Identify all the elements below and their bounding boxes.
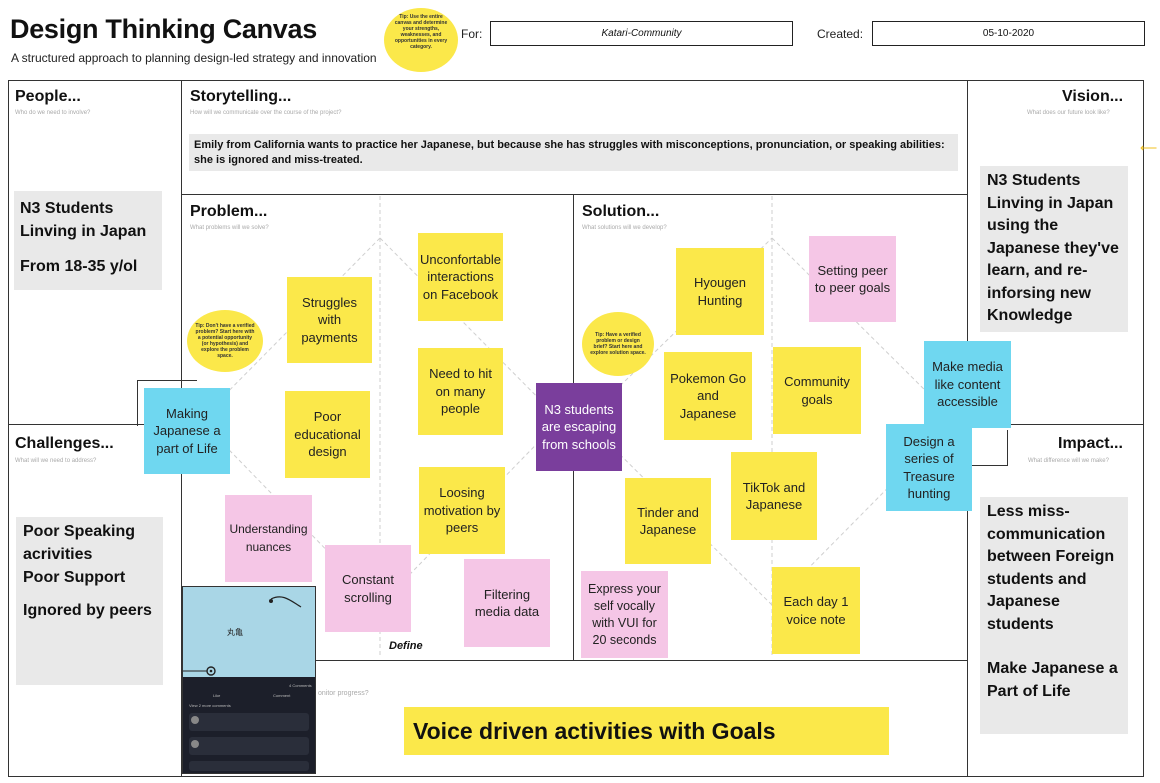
phone-comment-row (189, 737, 309, 755)
created-label: Created: (817, 27, 864, 41)
tip-bubble-problem: Tip: Don't have a verified problem? Star… (187, 310, 263, 372)
phone-view-more[interactable]: View 2 more comments (189, 703, 231, 708)
page-subtitle: A structured approach to planning design… (11, 51, 377, 65)
challenges-subtitle: What will we need to address? (15, 458, 97, 464)
metrics-subtitle: onitor progress? (318, 690, 369, 697)
avatar (191, 740, 199, 748)
challenge-2: Poor Support (23, 569, 126, 586)
note-constant-scrolling[interactable]: Constant scrolling (325, 545, 411, 632)
avatar (191, 716, 199, 724)
note-struggles-payments[interactable]: Struggles with payments (287, 277, 372, 363)
impact-subtitle: What difference will we make? (1028, 458, 1109, 464)
phone-comment[interactable]: Comment (273, 693, 291, 698)
note-tiktok[interactable]: TikTok and Japanese (731, 452, 817, 540)
vision-box: N3 Students Linving in Japan using the J… (980, 166, 1128, 332)
phone-comments: 4 Comments (289, 683, 312, 688)
impact-text-1: Less miss-communication between Foreign … (987, 503, 1115, 633)
solution-title: Solution... (582, 203, 660, 220)
note-need-to-hit[interactable]: Need to hit on many people (418, 348, 503, 435)
storytelling-subtitle: How will we communicate over the course … (190, 110, 342, 116)
note-each-day-voice[interactable]: Each day 1 voice note (772, 567, 860, 654)
note-treasure-hunting[interactable]: Design a series of Treasure hunting (886, 424, 972, 511)
solution-bracket (968, 430, 1008, 466)
people-title: People... (15, 88, 81, 105)
divider-right-mid (967, 424, 1144, 425)
problem-bracket (137, 380, 197, 426)
people-subtitle: Who do we need to involve? (15, 110, 91, 116)
divider-bottom (181, 660, 967, 661)
challenge-3: Ignored by peers (23, 601, 152, 619)
people-text-1: N3 Students Linving in Japan (20, 200, 147, 240)
storytelling-box: Emily from California wants to practice … (189, 134, 958, 171)
phone-screenshot: 丸亀 4 Comments Like Comment View 2 more c… (182, 586, 316, 774)
note-pokemon-go[interactable]: Pokemon Go and Japanese (664, 352, 752, 440)
people-box: N3 Students Linving in Japan From 18-35 … (14, 191, 162, 290)
note-making-japanese[interactable]: Making Japanese a part of Life (144, 388, 230, 474)
note-poor-educational-design[interactable]: Poor educational design (285, 391, 370, 478)
challenge-1: Poor Speaking acrivities (23, 523, 136, 563)
page-title: Design Thinking Canvas (10, 14, 317, 44)
note-filtering-media[interactable]: Filtering media data (464, 559, 550, 647)
note-community-goals[interactable]: Community goals (773, 347, 861, 434)
challenges-box: Poor Speaking acrivities Poor Support Ig… (16, 517, 163, 685)
solution-subtitle: What solutions will we develop? (582, 225, 667, 231)
divider-left-mid (8, 424, 181, 425)
arrow-icon: ⟵ (1140, 141, 1158, 155)
people-text-2: From 18-35 y/ol (20, 258, 138, 275)
tip-bubble-solution: Tip: Have a verified problem or design b… (582, 312, 654, 376)
vision-subtitle: What does our future look like? (1027, 110, 1110, 116)
phone-map: 丸亀 (183, 587, 315, 677)
note-hyougen-hunting[interactable]: Hyougen Hunting (676, 248, 764, 335)
note-make-media-accessible[interactable]: Make media like content accessible (924, 341, 1011, 428)
tip-bubble-top: Tip: Use the entire canvas and determine… (384, 8, 458, 72)
note-tinder[interactable]: Tinder and Japanese (625, 478, 711, 564)
note-understanding-nuances[interactable]: Understanding nuances (225, 495, 312, 582)
note-n3-escaping[interactable]: N3 students are escaping from schools (536, 383, 622, 471)
created-field[interactable]: 05-10-2020 (872, 21, 1145, 46)
storytelling-title: Storytelling... (190, 88, 292, 105)
divider-story (181, 194, 967, 195)
for-field[interactable]: Katari-Community (490, 21, 793, 46)
problem-title: Problem... (190, 203, 268, 220)
phone-comment-row (189, 713, 309, 731)
vision-title: Vision... (1062, 88, 1124, 105)
note-setting-peer-goals[interactable]: Setting peer to peer goals (809, 236, 896, 322)
phone-map-label: 丸亀 (227, 628, 243, 637)
note-uncomfortable-interactions[interactable]: Unconfortable interactions on Facebook (418, 233, 503, 321)
challenges-title: Challenges... (15, 435, 114, 452)
impact-text-2: Make Japanese a Part of Life (987, 660, 1118, 700)
impact-title: Impact... (1058, 435, 1123, 452)
canvas-frame (8, 80, 1144, 777)
metrics-highlight: Voice driven activities with Goals (404, 707, 889, 755)
note-loosing-motivation[interactable]: Loosing motivation by peers (419, 467, 505, 554)
note-express-vocally[interactable]: Express your self vocally with VUI for 2… (581, 571, 668, 658)
define-label: Define (389, 640, 423, 652)
phone-input-row[interactable] (189, 761, 309, 771)
problem-subtitle: What problems will we solve? (190, 225, 269, 231)
for-label: For: (461, 27, 483, 41)
map-route-icon (183, 596, 302, 676)
impact-box: Less miss-communication between Foreign … (980, 497, 1128, 734)
phone-like[interactable]: Like (213, 693, 221, 698)
